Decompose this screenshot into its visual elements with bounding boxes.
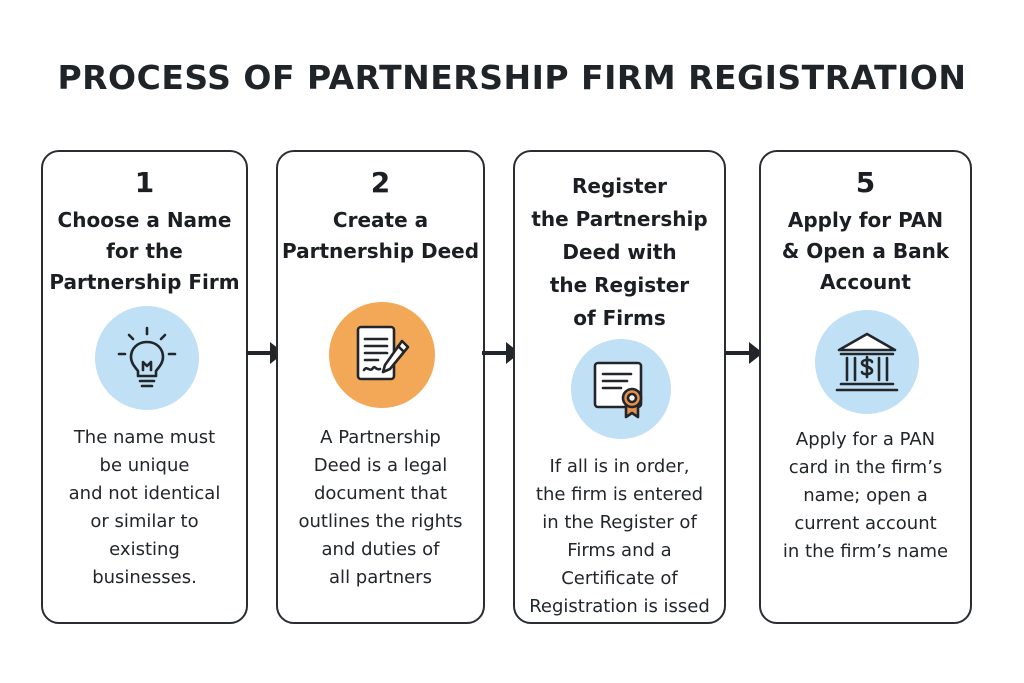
step-title: Choose a Name for the Partnership Firm [49,208,240,294]
step-card-2: 2 Create a Partnership Deed A Partnershi… [276,150,485,624]
step-card-3: Register the Partnership Deed with the R… [513,150,726,624]
icon-circle [571,339,671,439]
lightbulb-icon [117,326,177,388]
step-description: The name must be unique and not identica… [68,427,221,588]
step-number: 1 [134,166,155,199]
step-number: 2 [370,166,391,199]
step-title: Apply for PAN & Open a Bank Account [781,208,950,294]
step-description: If all is in order, the firm is entered … [529,456,710,617]
step-description: Apply for a PAN card in the firm’s name;… [782,429,949,562]
icon-circle [815,310,919,414]
page-title: PROCESS OF PARTNERSHIP FIRM REGISTRATION [57,58,967,97]
icon-circle [95,306,199,410]
step-card-1: 1 Choose a Name for the Partnership Firm… [41,150,248,624]
certificate-icon [593,361,643,419]
step-card-4: 5 Apply for PAN & Open a Bank Account Ap… [759,150,972,624]
icon-circle [329,302,435,408]
step-description: A Partnership Deed is a legal document t… [298,427,463,588]
document-pen-icon [356,325,410,381]
arrow-right-icon [725,342,763,364]
step-title: Register the Partnership Deed with the R… [531,174,708,330]
bank-icon [835,332,899,392]
step-title: Create a Partnership Deed [281,208,480,263]
step-number: 5 [855,166,876,199]
